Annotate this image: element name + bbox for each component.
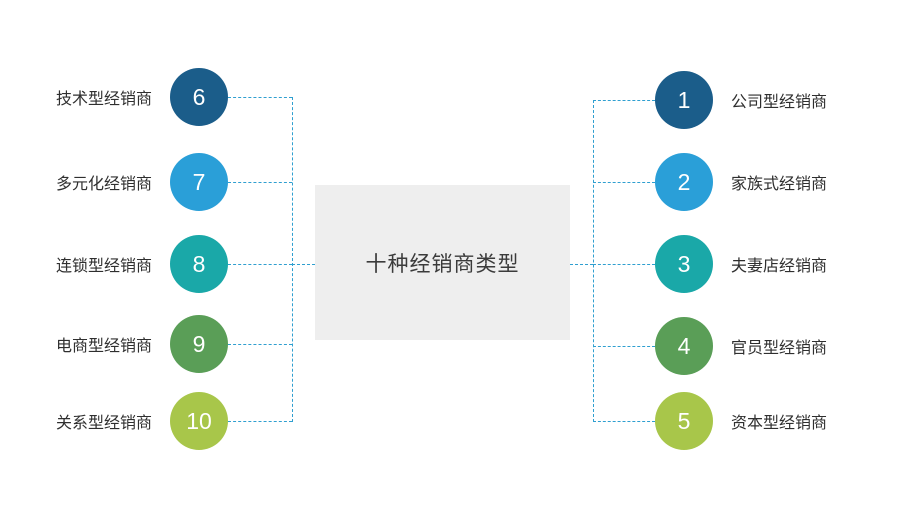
left-branch-3 [228, 264, 292, 265]
node-left-6[interactable]: 技术型经销商 6 [0, 68, 228, 126]
node-right-4-label: 官员型经销商 [731, 340, 828, 357]
node-right-5-bubble[interactable]: 5 [655, 392, 713, 450]
node-right-1[interactable]: 1 公司型经销商 [655, 71, 906, 129]
left-trunk-to-box [292, 264, 315, 265]
node-right-2[interactable]: 2 家族式经销商 [655, 153, 906, 211]
node-right-5-label: 资本型经销商 [731, 415, 828, 432]
right-branch-3 [593, 264, 655, 265]
center-title-box: 十种经销商类型 [315, 185, 570, 340]
node-right-1-label: 公司型经销商 [731, 94, 828, 111]
node-right-4[interactable]: 4 官员型经销商 [655, 317, 906, 375]
right-branch-1 [593, 100, 655, 101]
node-left-10[interactable]: 关系型经销商 10 [0, 392, 228, 450]
left-branch-4 [228, 344, 292, 345]
node-left-9[interactable]: 电商型经销商 9 [0, 315, 228, 373]
node-left-9-bubble[interactable]: 9 [170, 315, 228, 373]
node-right-2-bubble[interactable]: 2 [655, 153, 713, 211]
left-branch-2 [228, 182, 292, 183]
node-right-3-bubble[interactable]: 3 [655, 235, 713, 293]
left-branch-5 [228, 421, 292, 422]
node-right-1-bubble[interactable]: 1 [655, 71, 713, 129]
node-left-7-label: 多元化经销商 [55, 176, 152, 193]
node-right-5[interactable]: 5 资本型经销商 [655, 392, 906, 450]
node-left-9-label: 电商型经销商 [55, 338, 152, 355]
node-left-6-bubble[interactable]: 6 [170, 68, 228, 126]
right-branch-4 [593, 346, 655, 347]
node-right-3[interactable]: 3 夫妻店经销商 [655, 235, 906, 293]
left-branch-1 [228, 97, 292, 98]
node-right-2-label: 家族式经销商 [731, 176, 828, 193]
right-branch-5 [593, 421, 655, 422]
right-trunk-line [593, 100, 594, 422]
node-left-7[interactable]: 多元化经销商 7 [0, 153, 228, 211]
right-branch-2 [593, 182, 655, 183]
node-right-3-label: 夫妻店经销商 [731, 258, 828, 275]
node-left-8-bubble[interactable]: 8 [170, 235, 228, 293]
node-left-7-bubble[interactable]: 7 [170, 153, 228, 211]
right-trunk-to-box [570, 264, 593, 265]
center-title-text: 十种经销商类型 [365, 252, 520, 276]
node-left-10-bubble[interactable]: 10 [170, 392, 228, 450]
left-trunk-line [292, 97, 293, 422]
node-left-10-label: 关系型经销商 [55, 415, 152, 432]
node-left-8[interactable]: 连锁型经销商 8 [0, 235, 228, 293]
node-left-8-label: 连锁型经销商 [55, 258, 152, 275]
node-right-4-bubble[interactable]: 4 [655, 317, 713, 375]
node-left-6-label: 技术型经销商 [55, 91, 152, 108]
